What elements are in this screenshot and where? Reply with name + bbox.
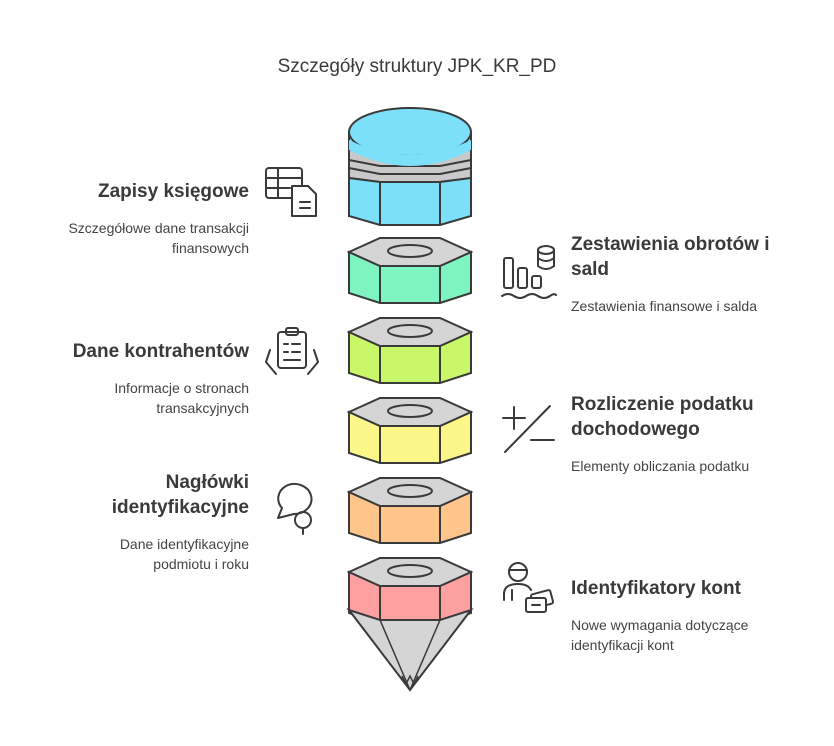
description: Dane identyfikacyjne podmiotu i roku	[119, 536, 249, 572]
label-item-1: Zapisy księgowe Szczegółowe dane transak…	[9, 179, 249, 258]
clipboard-hands-icon	[265, 327, 319, 375]
bar-chart-coins-icon	[501, 245, 557, 299]
stack-hex-segment-3	[346, 317, 474, 384]
stack-hex-segment-2	[346, 237, 474, 304]
stack-hex-segment-4	[346, 397, 474, 464]
heading: Zapisy księgowe	[97, 181, 249, 202]
heading: Rozliczenie podatku dochodowego	[571, 394, 754, 440]
plus-minus-icon	[502, 405, 555, 453]
page-title: Szczegóły struktury JPK_KR_PD	[277, 56, 557, 77]
stack-hex-segment-5	[346, 477, 474, 544]
heading: Identyfikatory kont	[571, 578, 741, 599]
heading: Zestawienia obrotów i sald	[571, 234, 770, 280]
heading: Dane kontrahentów	[72, 341, 249, 362]
description: Informacje o stronach transakcyjnych	[114, 380, 249, 416]
heading: Nagłówki identyfikacyjne	[111, 472, 249, 518]
chat-bubbles-icon	[277, 483, 313, 535]
stack-cylinder-top	[348, 107, 472, 226]
label-item-4: Rozliczenie podatku dochodowego Elementy…	[571, 392, 801, 476]
description: Nowe wymagania dotyczące identyfikacji k…	[571, 617, 749, 653]
description: Elementy obliczania podatku	[571, 458, 750, 474]
label-item-3: Dane kontrahentów Informacje o stronach …	[9, 339, 249, 418]
label-item-2: Zestawienia obrotów i sald Zestawienia f…	[571, 232, 801, 316]
stack-hex-segment-6	[346, 557, 474, 624]
label-item-5: Nagłówki identyfikacyjne Dane identyfika…	[9, 470, 249, 574]
label-item-6: Identyfikatory kont Nowe wymagania dotyc…	[571, 576, 801, 655]
person-cards-icon	[503, 562, 555, 613]
ledger-document-icon	[265, 167, 317, 217]
description: Szczegółowe dane transakcji finansowych	[68, 220, 249, 256]
stack-cone-bottom	[346, 608, 474, 692]
description: Zestawienia finansowe i salda	[571, 298, 757, 314]
